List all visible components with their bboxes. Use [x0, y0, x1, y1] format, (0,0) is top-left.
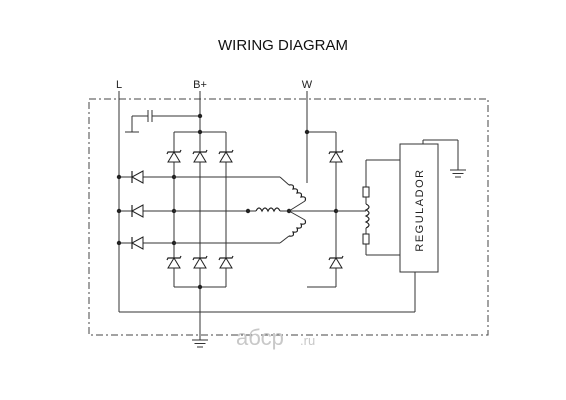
- regulator-label: REGULADOR: [414, 168, 426, 251]
- watermark-text: абср: [236, 325, 284, 350]
- rotor-field-coil: [362, 159, 400, 256]
- rectifier-diode-lower-2: [192, 255, 208, 269]
- exciter-diode-1: [131, 170, 144, 184]
- terminal-label-l: L: [116, 79, 122, 91]
- diagram-title: WIRING DIAGRAM: [218, 37, 348, 54]
- rectifier-diode-upper-2: [192, 149, 208, 163]
- regulator-block: [399, 143, 439, 273]
- watermark-suffix: .ru: [300, 333, 315, 348]
- alternator-housing-boundary: [88, 98, 489, 336]
- rectifier-diode-upper-3: [218, 149, 234, 163]
- exciter-diode-2: [131, 204, 144, 218]
- junction-dot: [304, 129, 310, 135]
- exciter-diode-lines: [119, 176, 174, 244]
- field-diode-branch: [289, 131, 337, 288]
- junction-dot: [197, 113, 203, 119]
- terminal-leads: [118, 91, 308, 312]
- stator-coil-lower: [288, 210, 307, 237]
- capacitor: [125, 110, 200, 133]
- stator-coil-horizontal: [255, 207, 289, 213]
- phase-wires: [174, 176, 290, 244]
- junction-dot: [245, 208, 251, 214]
- junction-dot: [197, 284, 203, 290]
- field-diode-lower: [328, 255, 344, 269]
- terminal-label-b-plus: B+: [193, 79, 207, 91]
- field-diode-upper: [328, 149, 344, 163]
- exciter-diode-3: [131, 236, 144, 250]
- rectifier-diode-lower-1: [166, 255, 182, 269]
- junction-dot: [116, 174, 122, 180]
- main-ground: [192, 339, 208, 348]
- rectifier-diode-upper-1: [166, 149, 182, 163]
- watermark: абср .ru: [236, 325, 315, 350]
- regulator-ground: [438, 139, 466, 178]
- stator-coil-upper: [288, 184, 307, 212]
- junction-dot: [197, 129, 203, 135]
- rectifier-diode-lower-3: [218, 255, 234, 269]
- junction-dot: [116, 240, 122, 246]
- terminal-label-w: W: [302, 79, 313, 91]
- positive-bus: [174, 131, 226, 340]
- l-return-line: [119, 272, 416, 313]
- junction-dot: [116, 208, 122, 214]
